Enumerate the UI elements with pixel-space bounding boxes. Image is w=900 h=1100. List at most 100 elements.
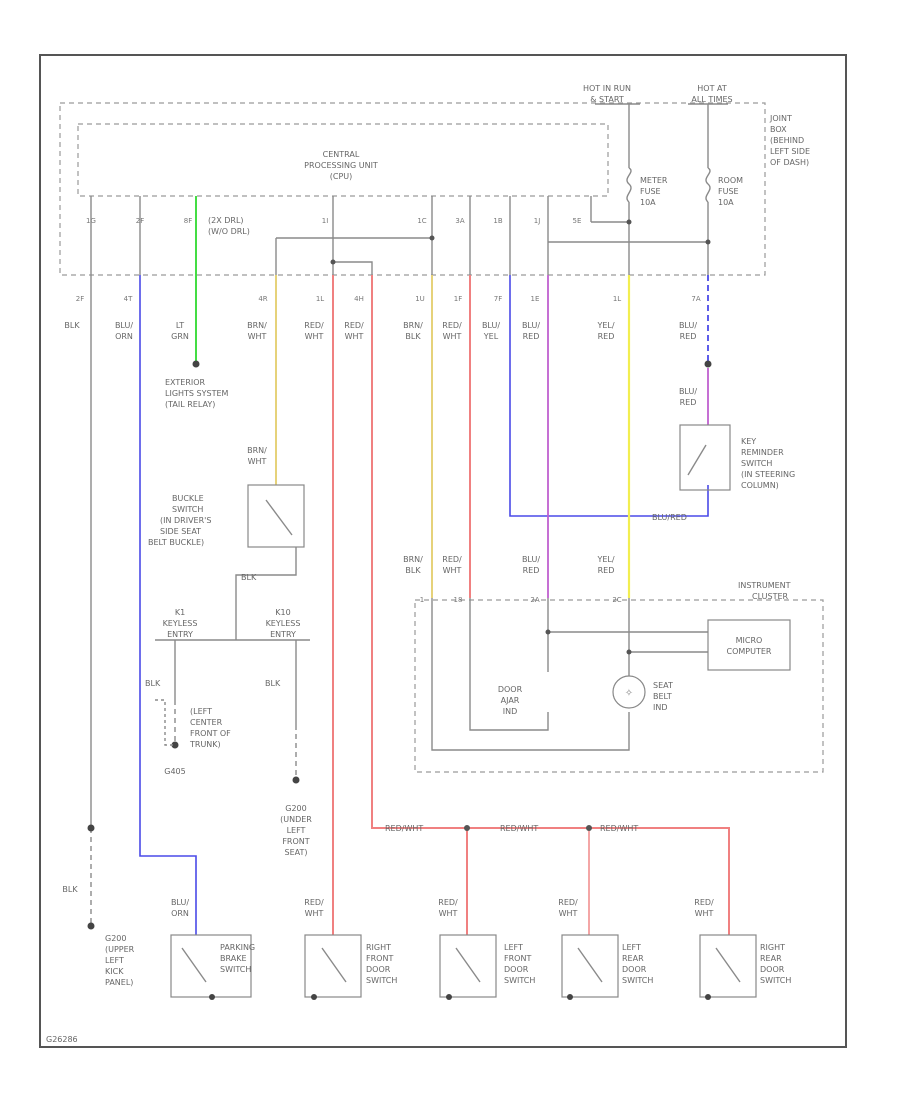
key-switch-label-4: (IN STEERING <box>741 470 795 479</box>
lf-label-3: DOOR <box>504 965 529 974</box>
wire-pin-9: 1E <box>531 295 540 303</box>
lr-switch-ground <box>567 994 573 1000</box>
wire-blu-yel <box>509 275 709 517</box>
rf-label-2: FRONT <box>366 954 393 963</box>
rf-door-switch <box>304 934 362 998</box>
wc-rw-bus-3: RED/WHT <box>600 824 638 833</box>
lr-door-switch <box>561 934 619 998</box>
rr-switch-ground <box>705 994 711 1000</box>
wc-blured-4a: BLU/ <box>522 555 540 564</box>
buckle-label-1: BUCKLE <box>172 494 204 503</box>
hot-all-label-1: HOT AT <box>697 84 727 93</box>
seat-belt-indicator <box>612 675 646 709</box>
ground-g200-kick <box>87 922 95 930</box>
wc-blk-g200: BLK <box>265 679 281 688</box>
wire-pin-1: 2F <box>76 295 84 303</box>
lf-switch-blade <box>455 947 481 983</box>
wc-redwht-5b: WHT <box>305 909 324 918</box>
wc-brnwht-1a: BRN/ <box>247 321 267 330</box>
ground-g405 <box>171 741 179 749</box>
wc-yelred-1b: RED <box>598 332 615 341</box>
buckle-switch <box>247 484 305 548</box>
wire-pin-3: 4R <box>258 295 267 303</box>
wc-blured-3a: BLU/ <box>679 387 697 396</box>
keyless-a-2: KEYLESS <box>163 619 198 628</box>
figure-id: G26286 <box>46 1035 78 1044</box>
g-kick-5: PANEL) <box>105 978 133 987</box>
wc-ltgrn-a: LT <box>176 321 184 330</box>
wc-blk-lower: BLK <box>62 885 78 894</box>
wc-brnblk-1a: BRN/ <box>403 321 423 330</box>
cpu-pin-1i: 1I <box>322 217 329 225</box>
lr-label-2: REAR <box>622 954 644 963</box>
hot-all-label-2: ALL TIMES <box>691 95 732 104</box>
parking-label-1: PARKING <box>220 943 255 952</box>
wire-red-wht-bus-2 <box>467 827 730 935</box>
lf-label-2: FRONT <box>504 954 531 963</box>
wc-brnblk-1b: BLK <box>405 332 421 341</box>
node-ic-1 <box>545 629 551 635</box>
key-connector <box>704 360 712 368</box>
wire-blu-orn <box>139 275 197 935</box>
wc-blk-buckle: BLK <box>241 573 257 582</box>
wc-rw-bus-1: RED/WHT <box>385 824 423 833</box>
cpu-pin-1j: 1J <box>534 217 541 225</box>
lf-switch-ground <box>446 994 452 1000</box>
rf-label-4: SWITCH <box>366 976 397 985</box>
wc-redwht-6b: WHT <box>439 909 458 918</box>
wc-blured-1a: BLU/ <box>522 321 540 330</box>
wc-redwht-8b: WHT <box>695 909 714 918</box>
wc-redwht-6a: RED/ <box>438 898 458 907</box>
lf-label-1: LEFT <box>504 943 523 952</box>
micro-label-2: COMPUTER <box>727 647 772 656</box>
g-left-3: FRONT OF <box>190 729 231 738</box>
wire-pin-6: 1U <box>415 295 425 303</box>
wc-blk-g405: BLK <box>145 679 161 688</box>
seat-belt-label-1: SEAT <box>653 681 673 690</box>
rf-switch-ground <box>311 994 317 1000</box>
g-under-5: SEAT) <box>285 848 308 857</box>
node-bus-meter <box>626 219 632 225</box>
wire-pin-11: 7A <box>691 295 700 303</box>
g-kick-4: KICK <box>105 967 124 976</box>
parking-switch-ground <box>209 994 215 1000</box>
wc-bluyel-a: BLU/ <box>482 321 500 330</box>
door-ajar-label-3: IND <box>503 707 518 716</box>
wc-blk-1: BLK <box>64 321 80 330</box>
ic-door-ajar-loop <box>469 598 549 731</box>
wc-ltgrn-b: GRN <box>171 332 189 341</box>
lr-label-3: DOOR <box>622 965 647 974</box>
wc-brnblk-2a: BRN/ <box>403 555 423 564</box>
wc-redwht-7b: WHT <box>559 909 578 918</box>
keyless-b-2: KEYLESS <box>266 619 301 628</box>
wc-blured-1b: RED <box>523 332 540 341</box>
cpu-label-2: PROCESSING UNIT <box>304 161 378 170</box>
meter-fuse-label-2: FUSE <box>640 187 661 196</box>
room-fuse-label-2: FUSE <box>718 187 739 196</box>
node-rw-1 <box>464 825 470 831</box>
buckle-label-5: BELT BUCKLE) <box>148 538 204 547</box>
g-left-2: CENTER <box>190 718 223 727</box>
wc-bluorn-2b: ORN <box>171 909 189 918</box>
wc-redwht-1a: RED/ <box>304 321 324 330</box>
g-kick-3: LEFT <box>105 956 124 965</box>
node-bus-brn <box>429 235 435 241</box>
blk-connector <box>87 824 95 832</box>
rr-label-3: DOOR <box>760 965 785 974</box>
meter-fuse-label-1: METER <box>640 176 668 185</box>
rf-switch-blade <box>321 947 347 983</box>
cpu-pin-1c: 1C <box>417 217 426 225</box>
cpu-pin-5e: 5E <box>573 217 582 225</box>
wc-redwht-5a: RED/ <box>304 898 324 907</box>
buckle-ground-wire <box>235 547 297 640</box>
wc-redwht-4b: WHT <box>443 566 462 575</box>
wc-redwht-1b: WHT <box>305 332 324 341</box>
rr-door-switch <box>699 934 757 998</box>
ext-lights-label-3: (TAIL RELAY) <box>165 400 215 409</box>
g-kick-2: (UPPER <box>105 945 135 954</box>
wc-blured-3b: RED <box>680 398 697 407</box>
rf-label-3: DOOR <box>366 965 391 974</box>
rf-label-1: RIGHT <box>366 943 391 952</box>
keyless-b-3: ENTRY <box>270 630 296 639</box>
parking-switch-blade <box>181 947 207 983</box>
